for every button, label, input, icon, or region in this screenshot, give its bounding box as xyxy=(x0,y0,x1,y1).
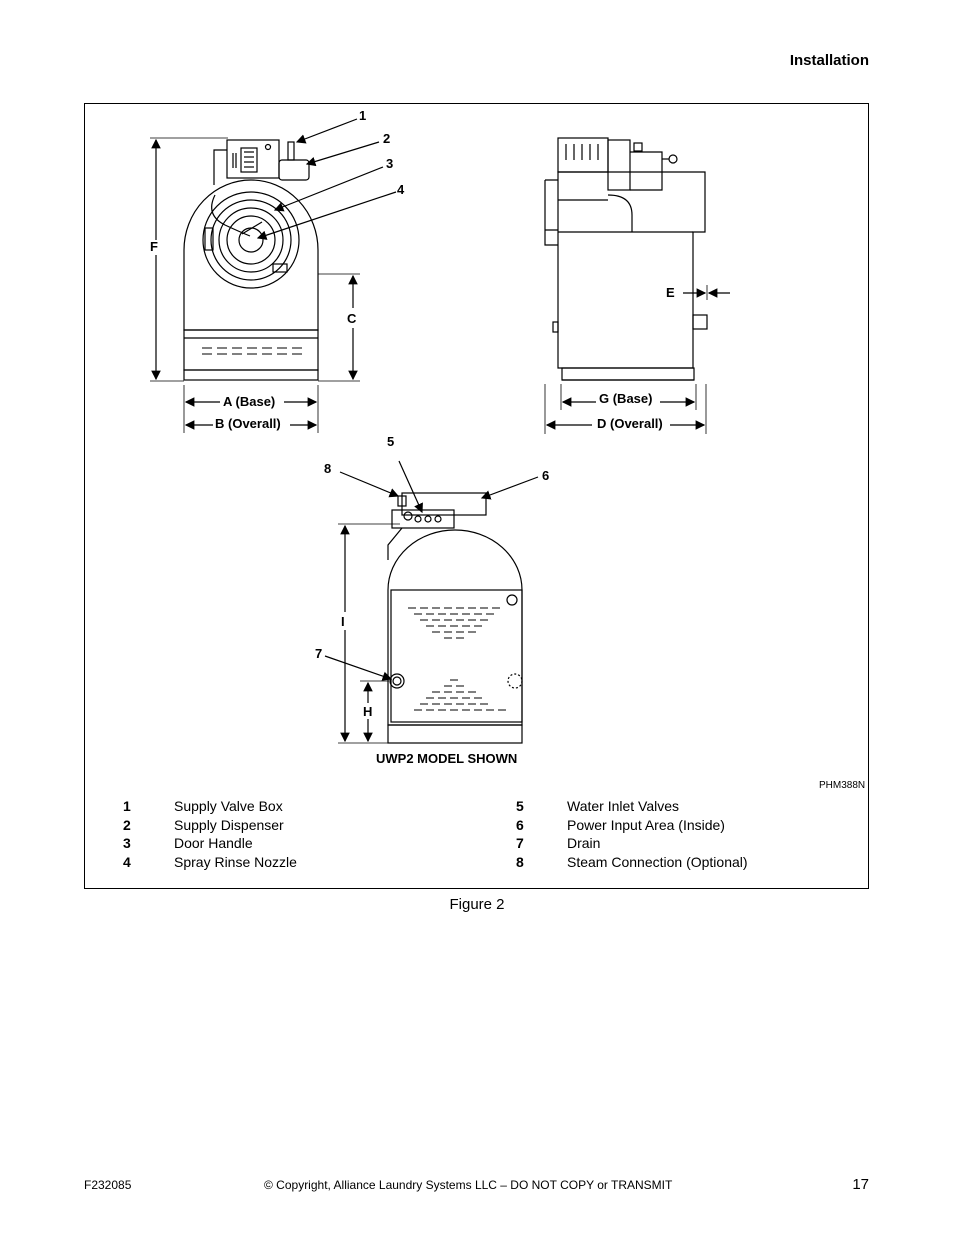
dim-f: F xyxy=(150,239,158,254)
figure-frame xyxy=(84,103,869,889)
dim-g: G (Base) xyxy=(599,391,652,406)
legend-num: 2 xyxy=(123,816,131,833)
legend-num: 6 xyxy=(516,816,524,833)
callout-5: 5 xyxy=(387,434,394,449)
model-label: UWP2 MODEL SHOWN xyxy=(376,751,517,766)
page-number: 17 xyxy=(852,1176,869,1193)
callout-6: 6 xyxy=(542,468,549,483)
legend-num: 3 xyxy=(123,835,131,852)
callout-2: 2 xyxy=(383,131,390,146)
legend-num: 4 xyxy=(123,854,131,871)
legend-num: 7 xyxy=(516,835,524,852)
callout-4: 4 xyxy=(397,182,405,197)
legend-text: Power Input Area (Inside) xyxy=(567,816,725,833)
image-code: PHM388N xyxy=(819,780,865,791)
copyright-notice: © Copyright, Alliance Laundry Systems LL… xyxy=(264,1178,673,1192)
uwp2-view xyxy=(324,460,539,744)
dim-e: E xyxy=(666,285,675,300)
legend-text: Supply Valve Box xyxy=(174,798,283,814)
callout-7: 7 xyxy=(315,646,322,661)
legend-text: Supply Dispenser xyxy=(174,816,284,833)
section-title: Installation xyxy=(789,52,869,69)
legend-num: 8 xyxy=(516,854,524,871)
dim-h: H xyxy=(363,704,372,719)
dim-a: A (Base) xyxy=(223,394,275,409)
callout-8: 8 xyxy=(324,461,331,476)
washer-extractor-diagram: 1 2 3 4 5 6 7 8 F C A (Base) B (Overall)… xyxy=(150,108,865,791)
dim-d: D (Overall) xyxy=(597,416,663,431)
doc-code: F232085 xyxy=(84,1178,132,1192)
figure-caption: Figure 2 xyxy=(449,896,505,913)
legend-num: 1 xyxy=(123,798,131,814)
front-view xyxy=(150,118,397,433)
callout-3: 3 xyxy=(386,156,393,171)
dim-c: C xyxy=(347,311,357,326)
legend-text: Steam Connection (Optional) xyxy=(567,854,748,871)
callout-1: 1 xyxy=(359,108,366,123)
dim-b: B (Overall) xyxy=(215,416,281,431)
legend-text: Door Handle xyxy=(174,835,253,852)
legend-num: 5 xyxy=(516,798,524,814)
legend-text: Drain xyxy=(567,835,601,852)
dim-i: I xyxy=(341,614,345,629)
legend-text: Water Inlet Valves xyxy=(567,798,680,814)
side-view xyxy=(544,137,730,434)
legend-text: Spray Rinse Nozzle xyxy=(174,854,297,871)
